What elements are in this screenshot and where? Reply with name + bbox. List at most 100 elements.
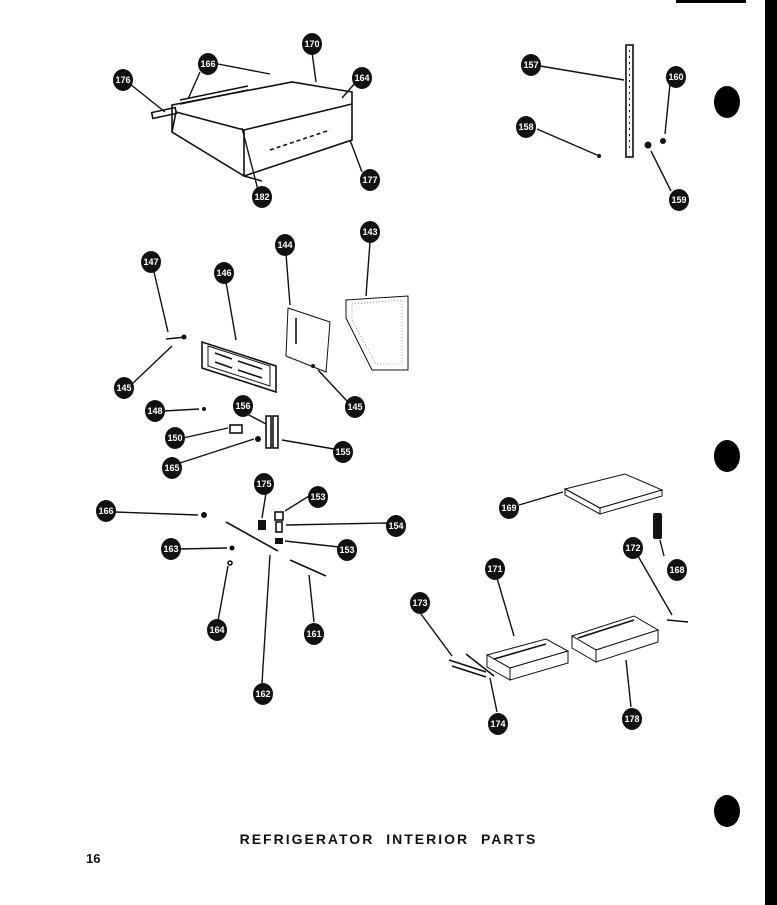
callout-number: 156 bbox=[235, 401, 250, 411]
callout-circle bbox=[669, 189, 689, 211]
callout-number: 173 bbox=[412, 598, 427, 608]
callout-163: 163 bbox=[161, 538, 181, 560]
callout-circle bbox=[360, 221, 380, 243]
callout-174: 174 bbox=[488, 713, 508, 735]
callout-150: 150 bbox=[165, 427, 185, 449]
callout-circle bbox=[499, 497, 519, 519]
callout-circle bbox=[308, 486, 328, 508]
callout-number: 177 bbox=[362, 175, 377, 185]
callout-number: 159 bbox=[671, 195, 686, 205]
callout-number: 172 bbox=[625, 543, 640, 553]
callout-number: 158 bbox=[518, 122, 533, 132]
pin-part bbox=[666, 619, 689, 623]
callout-circle bbox=[161, 538, 181, 560]
callout-165: 165 bbox=[162, 457, 182, 479]
drawer-rails bbox=[448, 653, 495, 678]
callout-circle bbox=[485, 558, 505, 580]
callout-161: 161 bbox=[304, 623, 324, 645]
callout-number: 165 bbox=[164, 463, 179, 473]
callout-number: 150 bbox=[167, 433, 182, 443]
callout-circle bbox=[113, 69, 133, 91]
callout-circle bbox=[667, 559, 687, 581]
callout-147: 147 bbox=[141, 251, 161, 273]
binder-hole-top bbox=[714, 86, 740, 118]
callout-144: 144 bbox=[275, 234, 295, 256]
vertical-shelf-rail bbox=[597, 44, 666, 158]
shelf-frame-assembly bbox=[150, 81, 353, 182]
callout-169: 169 bbox=[499, 497, 519, 519]
callout-number: 175 bbox=[256, 479, 271, 489]
callout-155: 155 bbox=[333, 441, 353, 463]
callout-circle bbox=[275, 234, 295, 256]
callout-number: 164 bbox=[209, 625, 224, 635]
callout-labels: 1761661701641821771571601581591471461441… bbox=[96, 33, 689, 735]
callout-circle bbox=[345, 396, 365, 418]
callout-circle bbox=[386, 515, 406, 537]
glass-shelf bbox=[563, 473, 664, 515]
callout-175: 175 bbox=[254, 473, 274, 495]
callout-number: 147 bbox=[143, 257, 158, 267]
callout-circle bbox=[521, 54, 541, 76]
callout-148: 148 bbox=[145, 400, 165, 422]
leader-lines bbox=[114, 51, 673, 713]
callout-number: 162 bbox=[255, 689, 270, 699]
callout-circle bbox=[233, 395, 253, 417]
callout-number: 174 bbox=[490, 719, 505, 729]
callout-circle bbox=[145, 400, 165, 422]
callout-number: 143 bbox=[362, 227, 377, 237]
callout-145: 145 bbox=[114, 377, 134, 399]
callout-number: 145 bbox=[116, 383, 131, 393]
callout-166: 166 bbox=[96, 500, 116, 522]
callout-162: 162 bbox=[253, 683, 273, 705]
page-number: 16 bbox=[86, 851, 101, 866]
top-edge-mark bbox=[676, 0, 746, 3]
door-plate bbox=[285, 307, 331, 373]
callout-156: 156 bbox=[233, 395, 253, 417]
diagram-title: REFRIGERATOR INTERIOR PARTS bbox=[239, 831, 538, 847]
callout-number: 168 bbox=[669, 565, 684, 575]
callout-circle bbox=[162, 457, 182, 479]
callout-number: 157 bbox=[523, 60, 538, 70]
callout-number: 160 bbox=[668, 72, 683, 82]
callout-168: 168 bbox=[667, 559, 687, 581]
callout-number: 166 bbox=[200, 59, 215, 69]
page-right-edge bbox=[765, 0, 777, 905]
callout-circle bbox=[488, 713, 508, 735]
control-panel bbox=[165, 334, 277, 394]
callout-160: 160 bbox=[666, 66, 686, 88]
callout-circle bbox=[254, 473, 274, 495]
callout-circle bbox=[352, 67, 372, 89]
callout-number: 155 bbox=[335, 447, 350, 457]
callout-145: 145 bbox=[345, 396, 365, 418]
callout-circle bbox=[304, 623, 324, 645]
callout-number: 166 bbox=[98, 506, 113, 516]
callout-158: 158 bbox=[516, 116, 536, 138]
callout-number: 154 bbox=[388, 521, 403, 531]
callout-circle bbox=[333, 441, 353, 463]
callout-circle bbox=[622, 708, 642, 730]
callout-number: 170 bbox=[304, 39, 319, 49]
crisper-drawer bbox=[485, 638, 570, 681]
binder-hole-bottom bbox=[714, 795, 740, 827]
callout-circle bbox=[410, 592, 430, 614]
callout-153: 153 bbox=[337, 539, 357, 561]
callout-157: 157 bbox=[521, 54, 541, 76]
callout-number: 182 bbox=[254, 192, 269, 202]
callout-circle bbox=[623, 537, 643, 559]
callout-number: 161 bbox=[306, 629, 321, 639]
callout-153: 153 bbox=[308, 486, 328, 508]
callout-number: 164 bbox=[354, 73, 369, 83]
callout-143: 143 bbox=[360, 221, 380, 243]
callout-159: 159 bbox=[669, 189, 689, 211]
callout-number: 153 bbox=[310, 492, 325, 502]
callout-circle bbox=[214, 262, 234, 284]
callout-circle bbox=[207, 619, 227, 641]
callout-circle bbox=[198, 53, 218, 75]
callout-166: 166 bbox=[198, 53, 218, 75]
callout-circle bbox=[114, 377, 134, 399]
callout-178: 178 bbox=[622, 708, 642, 730]
callout-173: 173 bbox=[410, 592, 430, 614]
callout-172: 172 bbox=[623, 537, 643, 559]
